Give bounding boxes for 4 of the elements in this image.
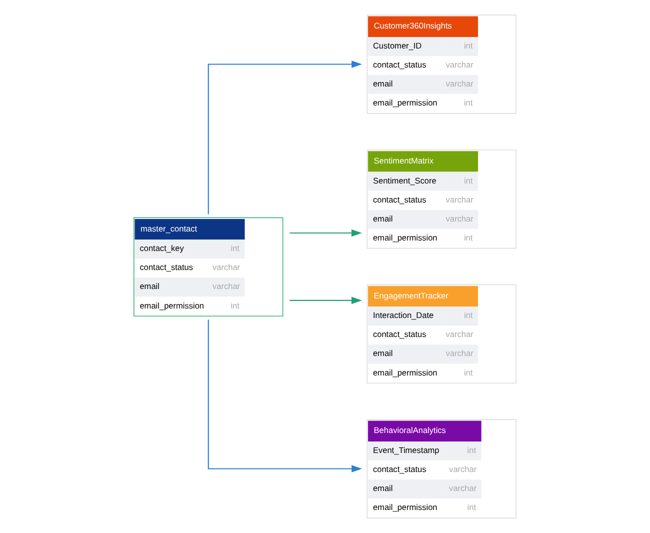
arrow	[208, 60, 362, 214]
arrow	[290, 229, 362, 237]
arrow	[290, 296, 362, 304]
arrow	[208, 320, 362, 472]
